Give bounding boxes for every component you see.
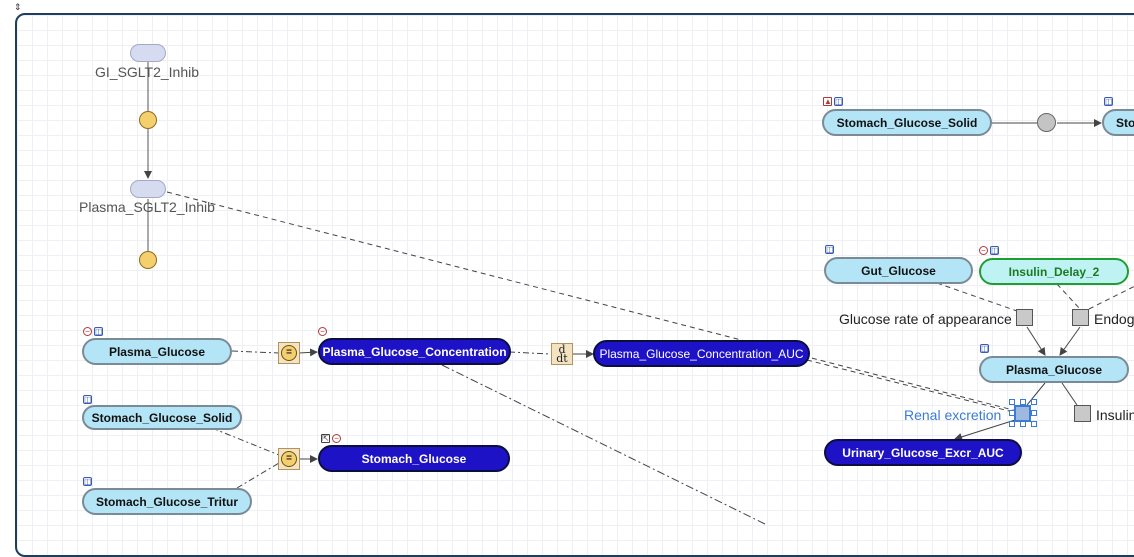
stomach-node-clipped[interactable]: Sto <box>1102 109 1134 136</box>
link-rate-to-plasma-glucose <box>1026 326 1046 356</box>
link-solid-to-eq <box>211 427 280 456</box>
plasma-glucose-concentration-node[interactable]: Plasma_Glucose_Concentration <box>318 338 511 365</box>
link-plasma-glucose-to-insulin <box>1061 382 1078 406</box>
plasma-elimination-rate[interactable] <box>139 251 157 269</box>
link-plasma-glucose-to-eq <box>231 350 280 354</box>
parameter-icon[interactable]: ◫ <box>94 327 103 336</box>
glucose-rate-of-appearance-label: Glucose rate of appearance <box>839 311 1012 327</box>
selection-handle[interactable] <box>1009 421 1015 427</box>
external-icon[interactable]: ⇱ <box>321 434 330 443</box>
parameter-icon[interactable]: ◫ <box>1104 97 1113 106</box>
gi-sglt2-inhib-label: GI_SGLT2_Inhib <box>95 64 200 80</box>
selection-handle[interactable] <box>1020 421 1026 427</box>
selection-handle[interactable] <box>1031 410 1037 416</box>
derivative-top-label: d <box>558 343 566 356</box>
stomach-emptying-rate[interactable] <box>1037 113 1056 132</box>
parameter-icon[interactable]: ◫ <box>825 245 834 254</box>
plot-icon[interactable]: ▲ <box>823 97 832 106</box>
equals-operator-1[interactable]: = <box>278 342 300 364</box>
parameter-icon[interactable]: ◫ <box>834 97 843 106</box>
link-plasma-glucose-to-renal <box>1026 382 1046 406</box>
insulin-label: Insulin <box>1096 407 1134 423</box>
stomach-glucose-solid-node-left[interactable]: Stomach_Glucose_Solid <box>82 405 242 430</box>
link-concentration-down <box>441 364 768 526</box>
renal-excretion-label: Renal excretion <box>904 407 1002 423</box>
urinary-glucose-excr-auc-node[interactable]: Urinary_Glucose_Excr_AUC <box>824 439 1022 466</box>
equals-operator-2[interactable]: = <box>278 448 300 470</box>
renal-excretion-process[interactable] <box>1014 405 1031 422</box>
parameter-icon[interactable]: ◫ <box>83 477 92 486</box>
plasma-glucose-node-right[interactable]: Plasma_Glucose <box>979 356 1129 383</box>
selection-handle[interactable] <box>1031 399 1037 405</box>
insulin-process[interactable] <box>1074 405 1091 422</box>
stomach-glucose-solid-node-right[interactable]: Stomach_Glucose_Solid <box>822 109 992 136</box>
link-auc-to-renal <box>806 359 1018 414</box>
stomach-glucose-node[interactable]: Stomach_Glucose <box>318 445 510 472</box>
link-tritur-to-eq <box>236 462 280 489</box>
minus-icon[interactable]: − <box>332 434 341 443</box>
plasma-glucose-node-left[interactable]: Plasma_Glucose <box>82 338 232 365</box>
derivative-bottom-label: dt <box>556 352 568 365</box>
insulin-delay-2-node[interactable]: Insulin_Delay_2 <box>979 258 1129 285</box>
glucose-rate-of-appearance-process[interactable] <box>1016 309 1033 326</box>
gut-glucose-node[interactable]: Gut_Glucose <box>824 257 973 284</box>
parameter-icon[interactable]: ◫ <box>990 246 999 255</box>
link-renal-to-urinary <box>954 419 1016 441</box>
link-concentration-to-ddt <box>508 351 552 355</box>
minus-icon[interactable]: − <box>318 327 327 336</box>
gi-absorption-rate[interactable] <box>139 111 157 129</box>
endogenous-process[interactable] <box>1072 309 1089 326</box>
plasma-sglt2-inhib-label: Plasma_SGLT2_Inhib <box>79 199 215 215</box>
gi-sglt2-inhib-node[interactable] <box>130 44 166 62</box>
connection-layer <box>144 62 1134 526</box>
derivative-icon: d dt <box>556 343 568 365</box>
plasma-glucose-concentration-auc-node[interactable]: Plasma_Glucose_Concentration_AUC <box>593 340 810 367</box>
parameter-icon[interactable]: ◫ <box>83 395 92 404</box>
link-endog-to-plasma-glucose <box>1059 326 1081 356</box>
equals-icon: = <box>281 451 297 467</box>
selection-handle[interactable] <box>1009 410 1015 416</box>
link-endog-right <box>1088 285 1134 310</box>
influence-sglt2-to-renal <box>166 191 1018 412</box>
endogenous-label: Endog <box>1094 311 1134 327</box>
parameter-icon[interactable]: ◫ <box>980 344 989 353</box>
equals-icon: = <box>281 345 297 361</box>
link-eq-to-concentration <box>298 348 318 357</box>
selection-handle[interactable] <box>1009 399 1015 405</box>
model-canvas[interactable]: GI_SGLT2_Inhib Plasma_SGLT2_Inhib − ◫ Pl… <box>15 13 1134 557</box>
minus-icon[interactable]: − <box>83 327 92 336</box>
selection-handle[interactable] <box>1020 399 1026 405</box>
derivative-operator[interactable]: d dt <box>551 343 573 365</box>
link-insulin-to-endog <box>1056 283 1081 310</box>
stomach-glucose-tritur-node[interactable]: Stomach_Glucose_Tritur <box>82 488 252 515</box>
selection-handle[interactable] <box>1031 421 1037 427</box>
collapse-toggle-icon[interactable]: ⇕ <box>14 2 22 12</box>
plasma-sglt2-inhib-node[interactable] <box>130 180 166 198</box>
minus-icon[interactable]: − <box>979 246 988 255</box>
link-gut-to-rate <box>936 282 1018 312</box>
